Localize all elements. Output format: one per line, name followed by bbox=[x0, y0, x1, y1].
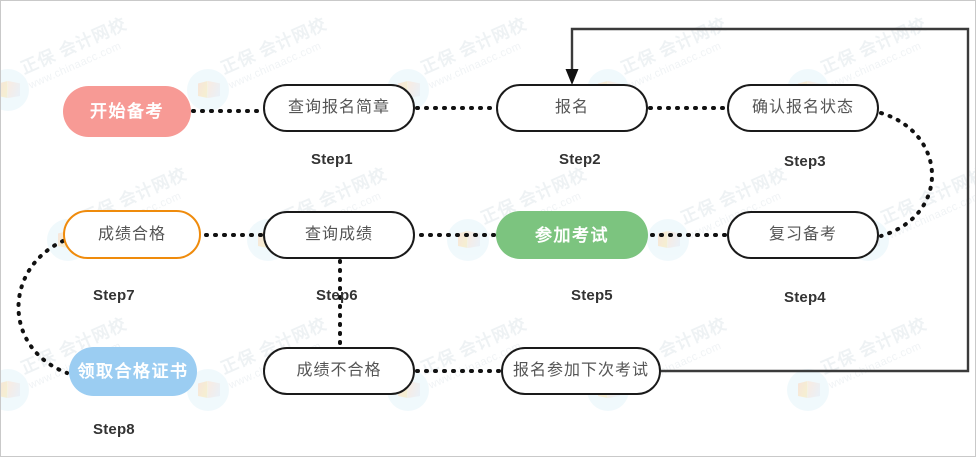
step-caption-step8: Step8 bbox=[93, 421, 135, 438]
watermark-brand-text: 正保 会计网校 bbox=[818, 314, 930, 378]
flow-node-label: 报名参加下次考试 bbox=[512, 362, 649, 379]
flow-node-step7[interactable]: 成绩合格 bbox=[63, 210, 201, 259]
watermark-url-text: www.chinaacc.com bbox=[26, 40, 124, 92]
connector-step3-to-step4 bbox=[879, 111, 934, 238]
watermark-logo-icon bbox=[647, 219, 689, 261]
connector-step7-to-step8 bbox=[16, 239, 69, 375]
watermark-brand-text: 正保 会计网校 bbox=[878, 164, 976, 228]
step-caption-step6: Step6 bbox=[316, 287, 358, 304]
step-caption-step7: Step7 bbox=[93, 287, 135, 304]
flow-node-label: 确认报名状态 bbox=[751, 99, 854, 116]
connector-retake-to-step2 bbox=[570, 27, 970, 373]
watermark-logo-icon bbox=[787, 369, 829, 411]
flow-node-step5[interactable]: 参加考试 bbox=[496, 211, 648, 259]
flow-node-retake[interactable]: 报名参加下次考试 bbox=[501, 347, 661, 395]
watermark-logo-icon bbox=[187, 69, 229, 111]
watermark-brand-text: 正保 会计网校 bbox=[218, 14, 330, 78]
flow-node-label: 复习备考 bbox=[768, 226, 837, 243]
watermark-brand-text: 正保 会计网校 bbox=[418, 14, 530, 78]
flow-node-label: 参加考试 bbox=[535, 225, 609, 245]
flow-node-step2[interactable]: 报名 bbox=[496, 84, 648, 132]
flow-node-fail[interactable]: 成绩不合格 bbox=[263, 347, 415, 395]
watermark-url-text: www.chinaacc.com bbox=[886, 190, 976, 242]
flow-node-label: 领取合格证书 bbox=[77, 362, 189, 381]
flow-node-label: 报名 bbox=[554, 99, 589, 116]
flow-node-label: 开始备考 bbox=[90, 102, 164, 121]
watermark-url-text: www.chinaacc.com bbox=[826, 340, 924, 392]
step-caption-step5: Step5 bbox=[571, 287, 613, 304]
flow-node-step4[interactable]: 复习备考 bbox=[727, 211, 879, 259]
flow-node-label: 查询成绩 bbox=[304, 226, 373, 243]
flow-node-label: 成绩不合格 bbox=[296, 362, 382, 379]
step-caption-step3: Step3 bbox=[784, 153, 826, 170]
arrowhead-icon bbox=[565, 69, 579, 85]
flow-node-label: 成绩合格 bbox=[97, 225, 166, 243]
watermark-logo-icon bbox=[1, 369, 29, 411]
step-caption-step2: Step2 bbox=[559, 151, 601, 168]
watermark-brand-text: 正保 会计网校 bbox=[18, 14, 130, 78]
watermark-brand-text: 正保 会计网校 bbox=[618, 14, 730, 78]
flow-node-step3[interactable]: 确认报名状态 bbox=[727, 84, 879, 132]
flow-node-label: 查询报名简章 bbox=[287, 99, 390, 116]
watermark-logo-icon bbox=[447, 219, 489, 261]
watermark-url-text: www.chinaacc.com bbox=[626, 40, 724, 92]
flow-node-step1[interactable]: 查询报名简章 bbox=[263, 84, 415, 132]
flow-node-start[interactable]: 开始备考 bbox=[63, 86, 191, 137]
flow-node-step8[interactable]: 领取合格证书 bbox=[69, 347, 197, 396]
watermark-brand-text: 正保 会计网校 bbox=[818, 14, 930, 78]
step-caption-step1: Step1 bbox=[311, 151, 353, 168]
flow-node-step6[interactable]: 查询成绩 bbox=[263, 211, 415, 259]
watermark-logo-icon bbox=[1, 69, 29, 111]
step-caption-step4: Step4 bbox=[784, 289, 826, 306]
